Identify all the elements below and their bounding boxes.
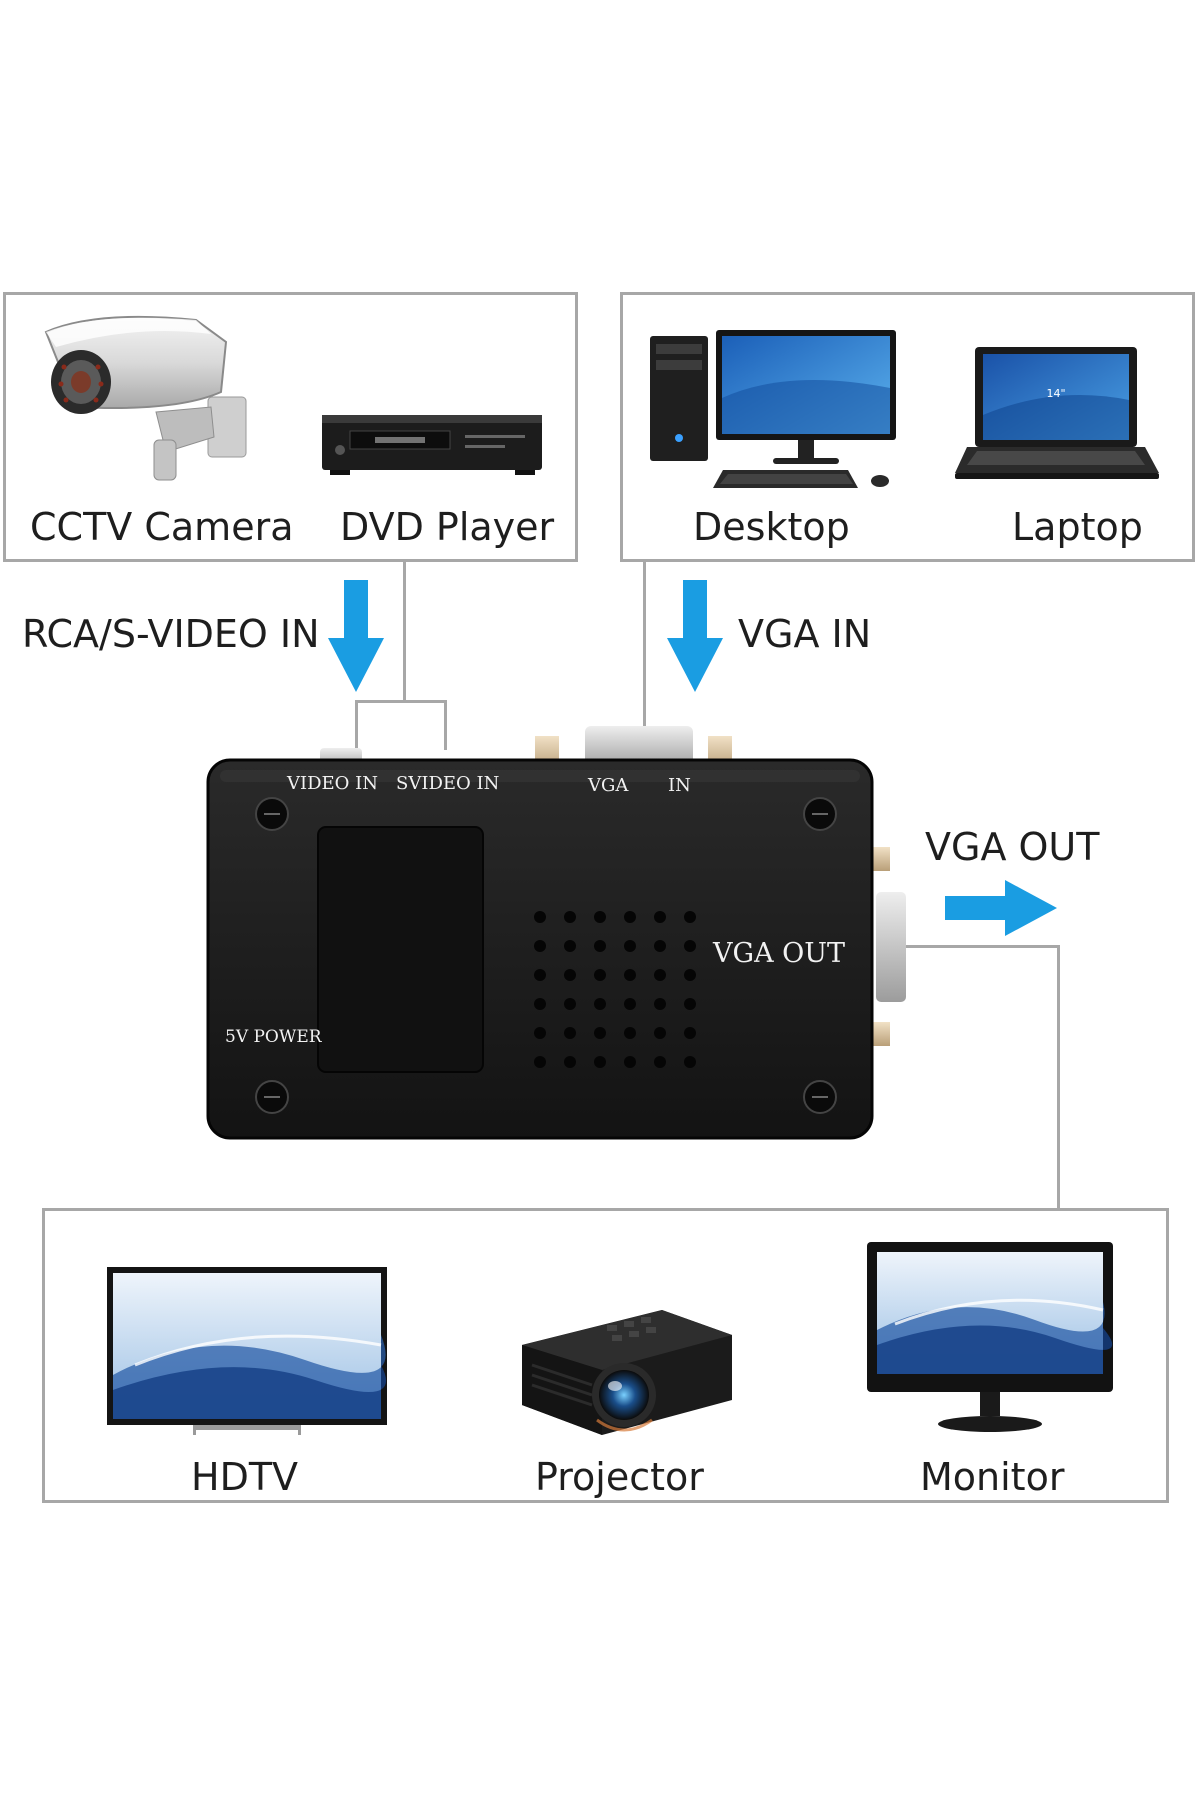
connector-line <box>355 700 358 750</box>
source-label-laptop: Laptop <box>1012 505 1143 549</box>
display-label-hdtv: HDTV <box>191 1455 299 1499</box>
device-label-vga-out: VGA OUT <box>713 938 846 969</box>
connector-line <box>900 945 1060 948</box>
rca-svideo-in-label: RCA/S-VIDEO IN <box>22 612 320 656</box>
display-label-projector: Projector <box>535 1455 704 1499</box>
vga-out-label: VGA OUT <box>925 825 1100 869</box>
projector-icon <box>522 1310 732 1435</box>
device-label-vga: VGA <box>588 775 629 796</box>
device-label-in: IN <box>668 775 691 796</box>
source-label-cctv: CCTV Camera <box>30 505 294 549</box>
connector-line <box>643 562 646 727</box>
dvd-player-icon <box>322 415 542 475</box>
cctv-camera-icon <box>44 315 247 481</box>
vga-out-port <box>876 892 906 1002</box>
desktop-computer-icon <box>650 330 896 488</box>
display-label-monitor: Monitor <box>920 1455 1065 1499</box>
hdtv-icon <box>107 1267 387 1435</box>
connector-line <box>444 700 447 750</box>
device-label-video-in: VIDEO IN <box>287 773 379 794</box>
connector-line <box>403 562 406 702</box>
arrow-right-icon <box>945 880 1057 936</box>
device-label-svideo-in: SVIDEO IN <box>396 773 500 794</box>
source-label-dvd: DVD Player <box>340 505 555 549</box>
arrow-down-icon <box>667 580 723 692</box>
monitor-icon <box>867 1242 1113 1432</box>
connector-line <box>355 700 447 703</box>
arrow-down-icon <box>328 580 384 692</box>
vga-in-label: VGA IN <box>738 612 872 656</box>
laptop-icon: 14" <box>955 347 1159 479</box>
source-label-desktop: Desktop <box>693 505 850 549</box>
converter-device <box>206 726 906 1140</box>
device-label-power: 5V POWER <box>225 1027 322 1047</box>
connector-line <box>1057 945 1060 1210</box>
label-panel <box>317 826 484 1073</box>
laptop-screen-text: 14" <box>1046 387 1065 400</box>
